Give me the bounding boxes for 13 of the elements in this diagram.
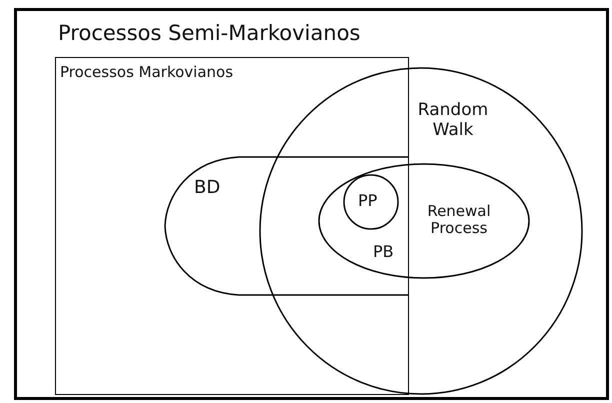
diagram-frame: [14, 8, 609, 400]
set-region: [164, 156, 409, 296]
set-label: Random Walk: [416, 101, 490, 140]
set-label: PP: [358, 192, 378, 210]
set-rectangle: [55, 57, 409, 395]
set-label: BD: [194, 178, 222, 199]
set-label: Processos Markovianos: [60, 64, 234, 82]
set-ellipse: [318, 163, 530, 279]
set-label: Renewal Process: [426, 203, 492, 238]
set-circle: [259, 67, 583, 395]
set-label: PB: [373, 243, 395, 262]
set-label: Processos Semi-Markovianos: [58, 21, 362, 46]
set-circle: [343, 174, 399, 230]
